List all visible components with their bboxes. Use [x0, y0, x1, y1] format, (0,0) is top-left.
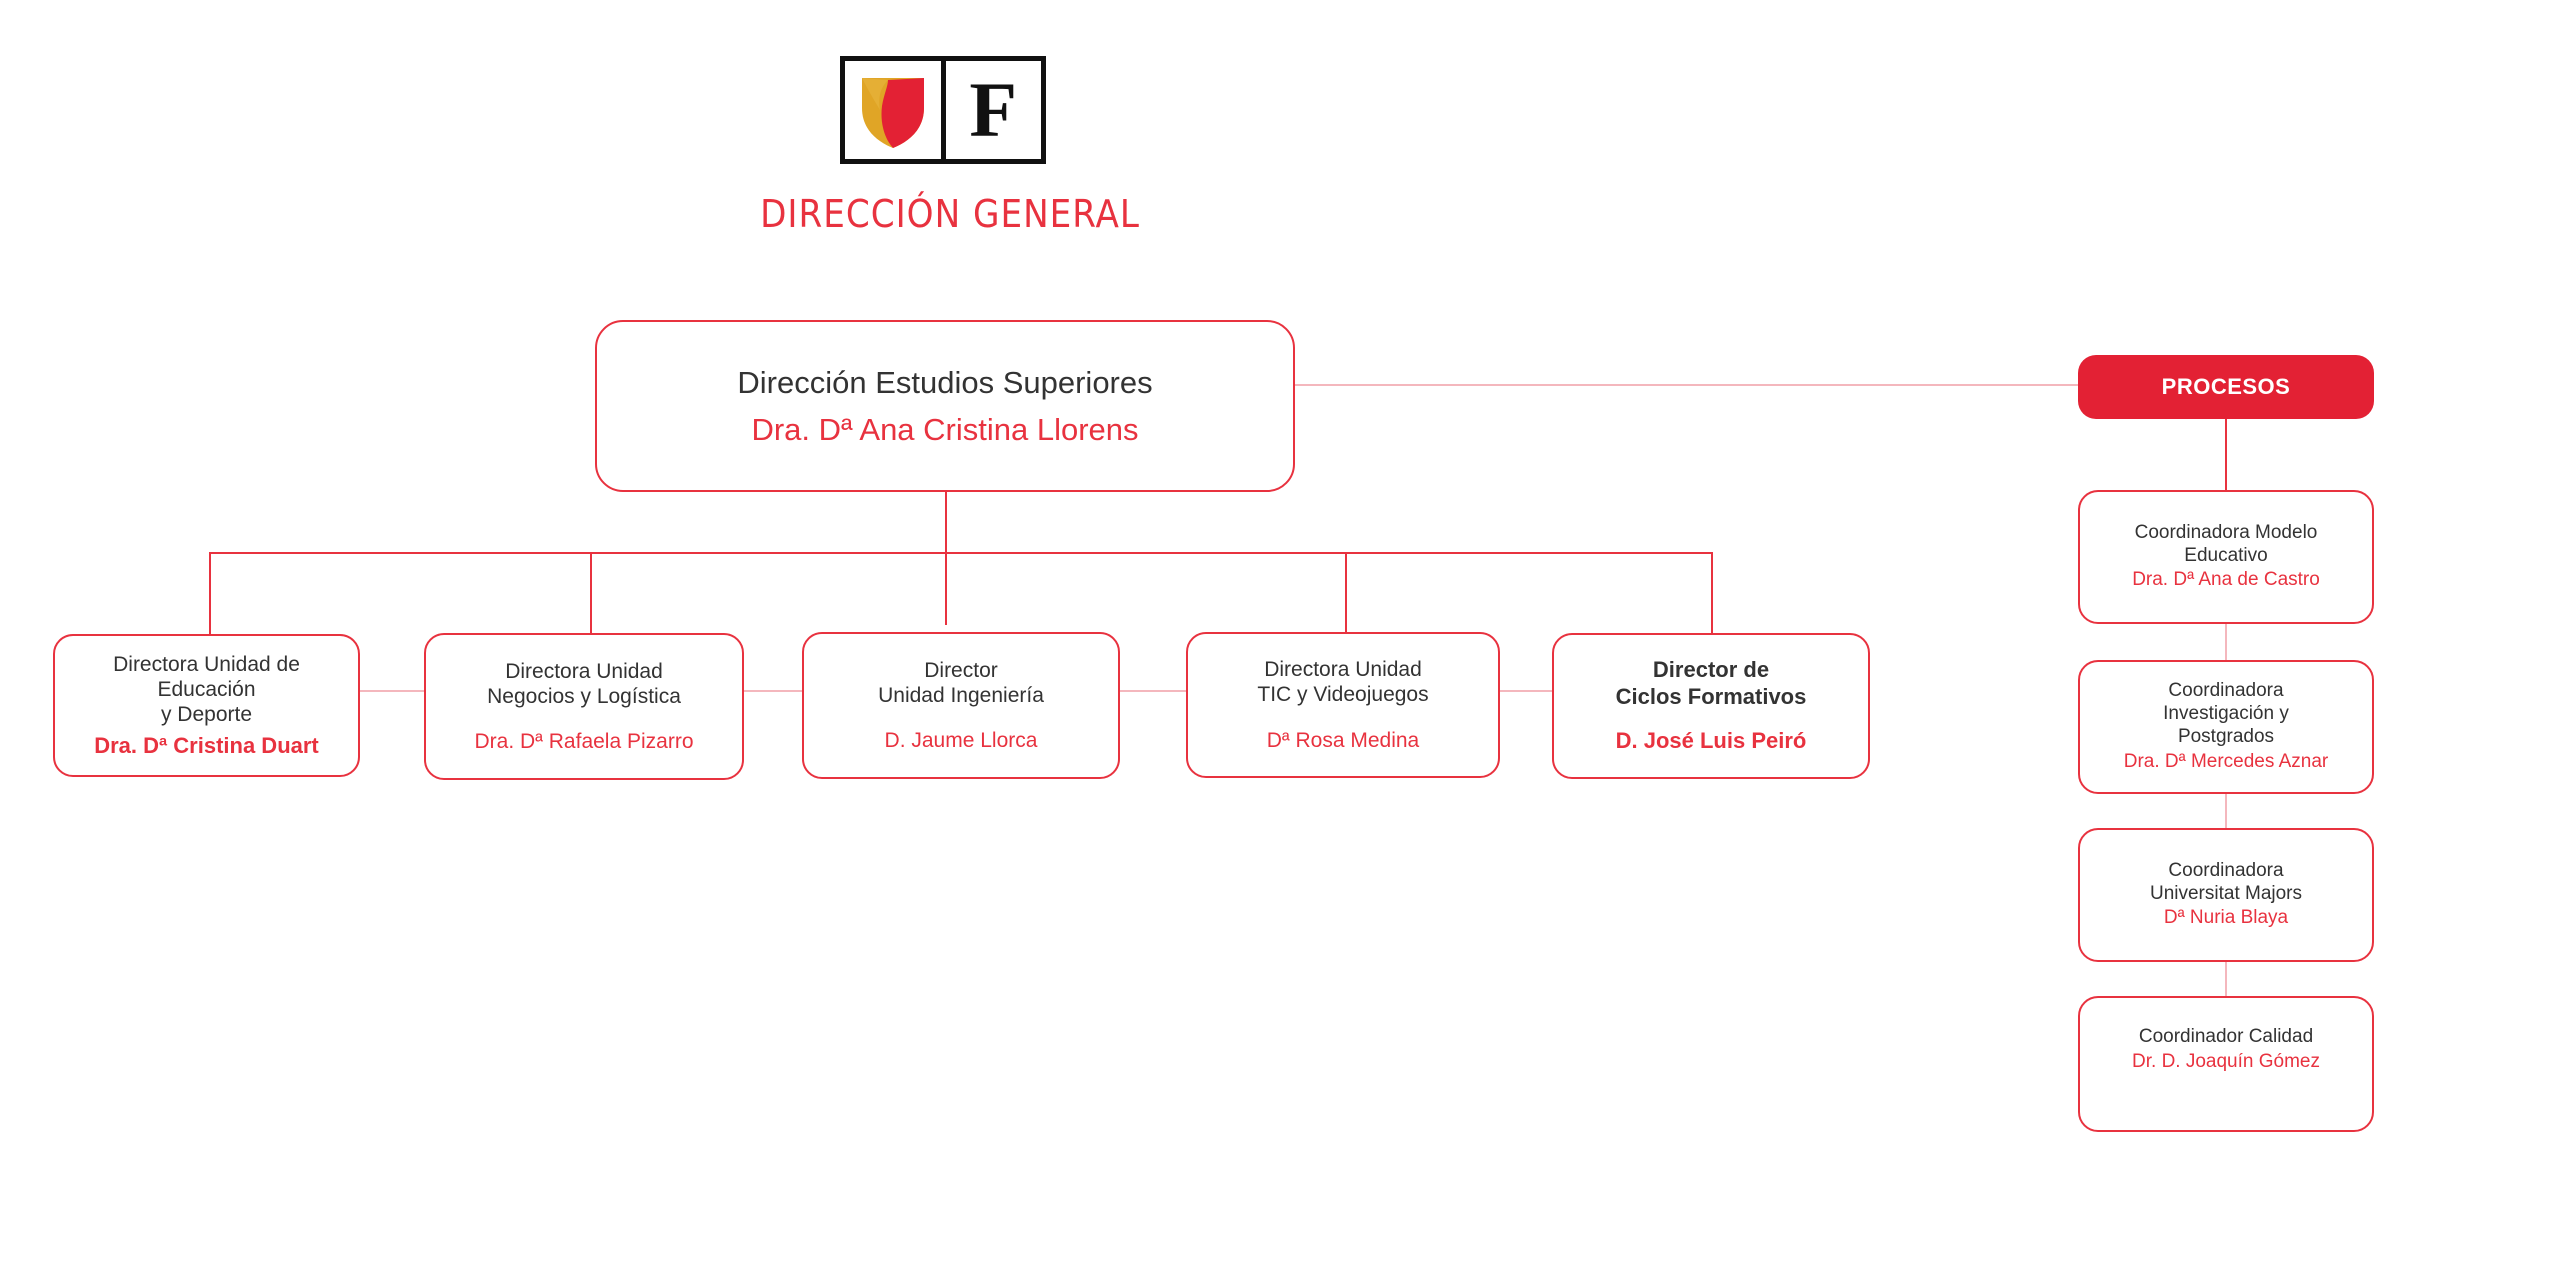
connector-line	[2225, 794, 2227, 828]
unit-title: Directora Unidad Negocios y Logística	[487, 659, 681, 708]
unit-box-educacion: Directora Unidad de Educación y Deporte …	[53, 634, 360, 777]
unit-name: Dª Rosa Medina	[1266, 728, 1420, 752]
procesos-item-modelo-educativo: Coordinadora Modelo Educativo Dra. Dª An…	[2078, 490, 2374, 624]
logo: F	[840, 56, 1046, 164]
procesos-item-investigacion: Coordinadora Investigación y Postgrados …	[2078, 660, 2374, 794]
procesos-item-title: Coordinadora Modelo Educativo	[2134, 521, 2318, 566]
logo-letter: F	[969, 66, 1018, 153]
procesos-item-calidad: Coordinador Calidad Dr. D. Joaquín Gómez	[2078, 996, 2374, 1132]
connector-line	[2225, 624, 2227, 660]
unit-title: Directora Unidad de Educación y Deporte	[113, 652, 300, 726]
top-director-name: Dra. Dª Ana Cristina Llorens	[751, 412, 1139, 447]
connector-line	[945, 490, 947, 625]
procesos-item-name: Dra. Dª Mercedes Aznar	[2123, 750, 2329, 772]
connector-line	[360, 690, 424, 692]
connector-line	[1345, 552, 1347, 632]
connector-line	[1500, 690, 1552, 692]
connector-line	[2225, 419, 2227, 490]
connector-line	[1711, 552, 1713, 633]
shield-icon	[845, 61, 941, 159]
procesos-item-name: Dra. Dª Ana de Castro	[2132, 569, 2320, 591]
connector-line	[209, 552, 211, 634]
procesos-item-title: Coordinadora Investigación y Postgrados	[2163, 680, 2289, 747]
unit-name: Dra. Dª Cristina Duart	[94, 733, 319, 759]
unit-name: D. José Luis Peiró	[1615, 728, 1807, 754]
top-director-title: Dirección Estudios Superiores	[737, 364, 1153, 400]
unit-title: Director de Ciclos Formativos	[1615, 657, 1807, 709]
connector-line	[1295, 384, 2079, 386]
logo-letter-box: F	[946, 61, 1042, 159]
unit-name: Dra. Dª Rafaela Pizarro	[474, 730, 694, 754]
procesos-item-name: Dª Nuria Blaya	[2163, 907, 2289, 929]
unit-box-ciclos: Director de Ciclos Formativos D. José Lu…	[1552, 633, 1870, 779]
connector-line	[2225, 962, 2227, 996]
unit-box-tic: Directora Unidad TIC y Videojuegos Dª Ro…	[1186, 632, 1500, 778]
top-director-box: Dirección Estudios Superiores Dra. Dª An…	[595, 320, 1295, 492]
unit-name: D. Jaume Llorca	[884, 729, 1038, 753]
page-title: DIRECCIÓN GENERAL	[760, 192, 1140, 236]
procesos-item-title: Coordinador Calidad	[2138, 1026, 2314, 1047]
connector-line	[1120, 690, 1186, 692]
unit-title: Director Unidad Ingeniería	[878, 658, 1044, 707]
connector-line	[744, 690, 802, 692]
procesos-item-name: Dr. D. Joaquín Gómez	[2132, 1050, 2320, 1072]
unit-box-ingenieria: Director Unidad Ingeniería D. Jaume Llor…	[802, 632, 1120, 779]
connector-line	[209, 552, 1713, 554]
procesos-item-title: Coordinadora Universitat Majors	[2149, 859, 2303, 904]
procesos-header: PROCESOS	[2078, 355, 2374, 419]
procesos-item-universitat-majors: Coordinadora Universitat Majors Dª Nuria…	[2078, 828, 2374, 962]
connector-line	[590, 552, 592, 633]
unit-title: Directora Unidad TIC y Videojuegos	[1257, 658, 1429, 707]
logo-divider	[940, 61, 946, 159]
unit-box-negocios: Directora Unidad Negocios y Logística Dr…	[424, 633, 744, 780]
